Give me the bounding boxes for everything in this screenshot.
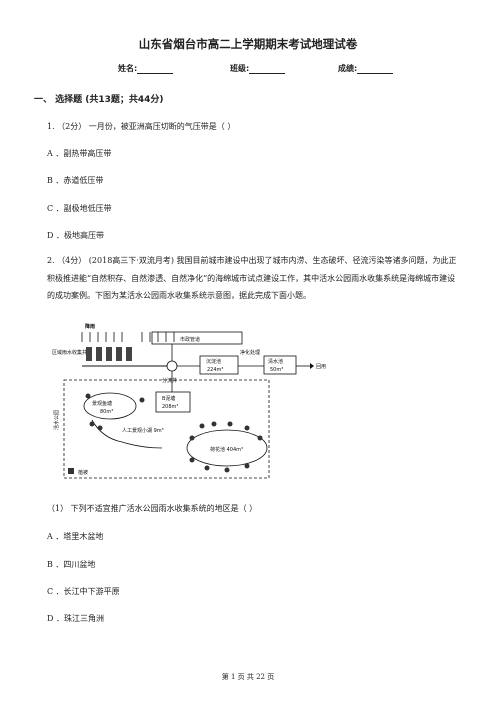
lotus-pond — [186, 429, 268, 467]
name-blank — [137, 65, 174, 74]
pipe-box — [151, 331, 243, 345]
clear-label: 清水池 — [268, 358, 283, 365]
purify-label: 净化处理 — [240, 349, 260, 356]
small-lake-label: 人工景观小湖 9m³ — [122, 427, 164, 434]
sub1-option-b: B ．四川盆地 — [47, 560, 96, 569]
rain-label: 降雨 — [85, 323, 95, 330]
page-title: 山东省烟台市高二上学期期末考试地理试卷 — [138, 37, 358, 51]
sub-question-1-stem: （1） 下列不适宜推广活水公园雨水收集系统的地区是（ ） — [47, 504, 258, 513]
collection-wells — [86, 347, 132, 361]
section-heading: 一、 选择题 (共13题；共44分) — [34, 95, 164, 105]
class-field: 班级: — [230, 63, 286, 74]
b-pool-volume: 208m³ — [162, 404, 178, 410]
landscape-volume: 80m³ — [100, 409, 113, 415]
sediment-box — [199, 355, 239, 375]
question-2-stem: 2. （4分） (2018高三下·双流月考) 我国目前城市建设中出现了城市内涝、… — [47, 256, 457, 300]
park-label: 活水公园 — [53, 410, 60, 430]
score-label: 成绩: — [338, 64, 358, 73]
b-pool-box — [155, 391, 191, 413]
q1-option-b: B ．赤道低压带 — [47, 176, 104, 185]
sub1-option-c: C ．长江中下游平原 — [47, 587, 120, 596]
clear-volume: 50m³ — [270, 367, 283, 373]
score-blank — [357, 65, 394, 74]
name-field: 姓名: — [118, 63, 174, 74]
q1-option-a: A ．副热带高压带 — [47, 149, 112, 158]
landscape-pond — [83, 392, 137, 420]
split-well — [166, 360, 178, 372]
name-label: 姓名: — [118, 64, 138, 73]
sediment-label: 沉淀池 — [206, 358, 221, 365]
sub1-option-d: D ．珠江三角洲 — [47, 614, 104, 623]
clear-tank-box — [263, 355, 297, 375]
page-footer: 第 1 页 共 22 页 — [221, 673, 275, 681]
legend-swatch — [68, 468, 74, 474]
stream-path — [91, 419, 163, 449]
lotus-label: 荷花池 404m³ — [210, 446, 243, 453]
rainwater-system-diagram: 降雨 区域雨水收集井 市政管道 分流井 沉淀池 224m³ 净化处理 清水池 5… — [52, 323, 326, 479]
q1-option-c: C ．副极地低压带 — [47, 204, 112, 213]
sub1-option-a: A ．塔里木盆地 — [47, 532, 104, 541]
park-boundary — [63, 379, 270, 479]
class-label: 班级: — [230, 64, 250, 73]
question-1-stem: 1. （2分） 一月份，被亚洲高压切断的气压带是（ ） — [47, 122, 236, 131]
pipe-label: 市政管道 — [180, 336, 200, 343]
reuse-label: 回用 — [316, 364, 326, 370]
rain-arrows — [81, 332, 175, 342]
class-blank — [249, 65, 286, 74]
b-pool-label: B泥塘 — [162, 395, 175, 402]
q1-option-d: D ．极地高压带 — [47, 231, 104, 240]
score-field: 成绩: — [338, 63, 394, 74]
legend-label: 植被 — [78, 469, 88, 476]
landscape-label: 景观鱼塘 — [92, 400, 112, 407]
vegetation-marks — [85, 393, 263, 473]
sediment-volume: 224m³ — [207, 367, 223, 373]
split-well-label: 分流井 — [162, 377, 177, 384]
urban-well-label: 区域雨水收集井 — [52, 349, 87, 356]
